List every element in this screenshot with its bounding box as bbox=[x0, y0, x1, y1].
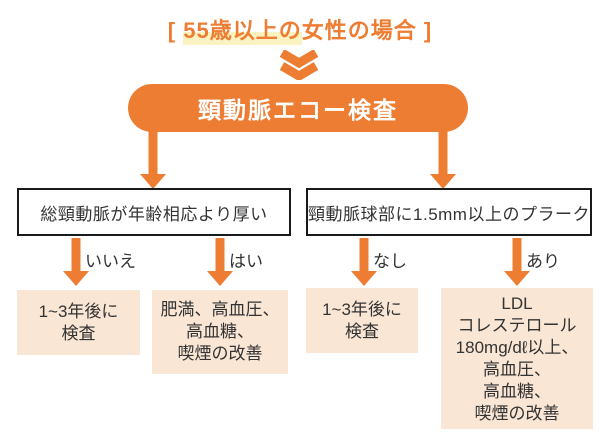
arrow-head bbox=[207, 271, 233, 286]
outcome-box-ldl-lifestyle-improvement: LDL コレステロール 180mg/dℓ以上、 高血圧、 高血糖、 喫煙の改善 bbox=[441, 288, 593, 429]
title-bracket-open: [ bbox=[167, 18, 184, 43]
outcome-box-recheck-left: 1~3年後に 検査 bbox=[17, 290, 140, 355]
page-title: [ 55歳以上の女性の場合 ] bbox=[0, 13, 600, 45]
outcome-text: 肥満、高血圧、 高血糖、 喫煙の改善 bbox=[160, 300, 280, 363]
outcome-text: 1~3年後に 検査 bbox=[38, 301, 119, 343]
arrow-shaft bbox=[512, 238, 522, 272]
branch-arrow-present bbox=[504, 238, 530, 286]
branch-label-present: あり bbox=[526, 252, 560, 271]
title-bracket-close: ] bbox=[416, 18, 433, 43]
decision-label: 頸動脈球部に1.5mm以上のプラーク bbox=[308, 204, 590, 224]
branch-label-yes: はい bbox=[229, 252, 263, 271]
decision-box-carotid-bulb: 頸動脈球部に1.5mm以上のプラーク bbox=[306, 188, 592, 236]
root-node-label: 頸動脈エコー検査 bbox=[198, 97, 398, 123]
arrow-shaft bbox=[71, 238, 81, 272]
arrow-head bbox=[430, 174, 456, 189]
outcome-text: LDL コレステロール 180mg/dℓ以上、 高血圧、 高血糖、 喫煙の改善 bbox=[455, 293, 579, 423]
branch-arrow-no bbox=[63, 238, 89, 286]
branch-arrow-yes bbox=[207, 238, 233, 286]
arrow-head bbox=[140, 174, 166, 189]
title-highlighted-text: 55歳以上の bbox=[183, 18, 302, 45]
arrow-shaft bbox=[438, 131, 448, 175]
arrow-shaft bbox=[359, 238, 369, 272]
double-chevron-down-icon bbox=[279, 50, 319, 80]
connector-arrow-right bbox=[430, 131, 456, 189]
arrow-shaft bbox=[215, 238, 225, 272]
decision-box-common-carotid: 総頸動脈が年齢相応より厚い bbox=[17, 188, 291, 236]
arrow-head bbox=[63, 271, 89, 286]
branch-label-none: なし bbox=[373, 252, 407, 271]
outcome-box-recheck-right: 1~3年後に 検査 bbox=[306, 288, 418, 353]
outcome-text: 1~3年後に 検査 bbox=[322, 299, 402, 341]
title-rest-text: 女性の場合 bbox=[301, 18, 417, 43]
arrow-head bbox=[504, 271, 530, 286]
branch-label-no: いいえ bbox=[85, 252, 136, 271]
outcome-box-lifestyle-improvement: 肥満、高血圧、 高血糖、 喫煙の改善 bbox=[152, 290, 288, 374]
arrow-head bbox=[351, 271, 377, 286]
branch-arrow-none bbox=[351, 238, 377, 286]
decision-label: 総頸動脈が年齢相応より厚い bbox=[40, 204, 268, 224]
root-node: 頸動脈エコー検査 bbox=[128, 84, 468, 132]
arrow-shaft bbox=[148, 131, 158, 175]
connector-arrow-left bbox=[140, 131, 166, 189]
